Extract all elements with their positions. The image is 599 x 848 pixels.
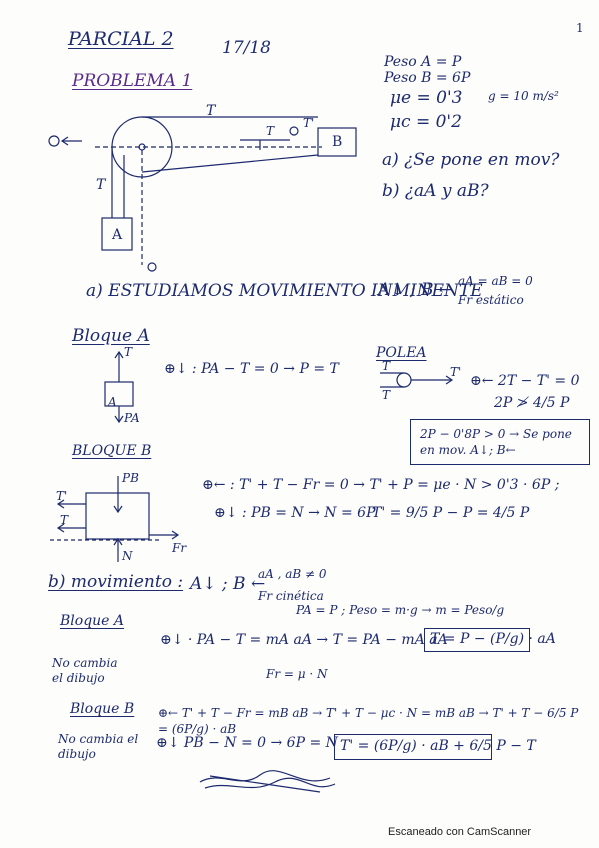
part-a-condition-1: aA = aB = 0 xyxy=(458,274,533,288)
fbd-a-t-label: T xyxy=(124,345,133,359)
fbd-b-n-head xyxy=(113,537,123,546)
bloque-a-heading: Bloque A xyxy=(72,326,150,346)
polea-free-body xyxy=(380,372,454,388)
polea-circle xyxy=(396,372,412,388)
part-b-bloque-b-note: No cambia el dibujo xyxy=(58,732,139,761)
bloque-b-equation-1: ⊕← : T' + T − Fr = 0 → T' + P = μe · N >… xyxy=(202,477,560,493)
fbd-b-tprime-label: T' xyxy=(56,489,68,503)
given-mu-e: μe = 0'3 xyxy=(390,88,463,108)
exam-title: PARCIAL 2 xyxy=(68,28,174,50)
bloque-b-heading: BLOQUE B xyxy=(72,443,152,459)
polea-heading: POLEA xyxy=(376,345,427,361)
plus-arrow-left-head xyxy=(60,136,69,146)
fig1-tension-left: T xyxy=(96,177,106,193)
exam-year: 17/18 xyxy=(222,38,271,58)
polea-equation-1: ⊕← 2T − T' = 0 xyxy=(470,373,580,389)
fig1-block-b-label: B xyxy=(332,134,343,150)
fbd-b-t-head xyxy=(56,523,65,533)
part-b-bloque-b-equation-1: ⊕← T' + T − Fr = mB aB → T' + T − μc · N… xyxy=(158,706,579,736)
fbd-b-n-label: N xyxy=(122,549,133,563)
fig1-tension-prime: T' xyxy=(303,116,315,130)
fbd-b-pb-label: PB xyxy=(122,471,139,485)
plus-circle-down xyxy=(147,262,157,272)
bloque-b-equation-2: ⊕↓ : PB = N → N = 6P xyxy=(214,505,376,521)
part-a-directions: A↓ ; B ← xyxy=(378,280,454,300)
fbd-a-label: A xyxy=(108,395,117,409)
page-mark: 1 xyxy=(576,21,584,35)
polea-t-label: T xyxy=(382,359,391,373)
part-b-bloque-a-box xyxy=(424,628,530,652)
fbd-b-tprime-head xyxy=(56,499,65,509)
part-b-bloque-b-result: T' = (6P/g) · aB + 6/5 P − T xyxy=(340,738,536,754)
given-weight-a: Peso A = P xyxy=(384,54,462,70)
part-b-bloque-b-side: Fr = μ · N xyxy=(266,667,328,681)
rope-lower xyxy=(141,154,319,173)
polea-result: 2P − 0'8P > 0 → Se pone en mov. A↓; B← xyxy=(420,427,572,457)
given-mu-c: μc = 0'2 xyxy=(390,112,462,132)
part-a-condition-2: Fr estático xyxy=(458,293,524,307)
part-b-bloque-a-equation: ⊕↓ · PA − T = mA aA → T = PA − mA aA xyxy=(160,632,448,648)
part-b-bloque-a-heading: Bloque A xyxy=(60,613,125,629)
polea-tprime-label: T' xyxy=(450,365,462,379)
part-b-condition-1: aA , aB ≠ 0 xyxy=(258,567,327,581)
given-weight-b: Peso B = 6P xyxy=(384,70,471,86)
fbd-a-p-label: PA xyxy=(124,411,140,425)
bloque-b-equation-3: T' = 9/5 P − P = 4/5 P xyxy=(372,505,530,521)
block-b-free-body xyxy=(50,476,180,562)
polea-tprime-head xyxy=(445,375,454,385)
part-b-bloque-a-result: T = P − (P/g) · aA xyxy=(430,631,556,647)
part-b-bloque-b-equation-2: ⊕↓ PB − N = 0 → 6P = N xyxy=(156,735,338,751)
fbd-b-fr-head xyxy=(171,530,180,540)
block-a-rect xyxy=(101,217,133,251)
polea-result-box xyxy=(410,419,590,465)
part-b-bloque-b-box xyxy=(334,734,492,760)
small-pulley xyxy=(289,126,299,136)
plus-circle-left xyxy=(48,135,60,147)
fbd-b-t-label: T xyxy=(60,513,69,527)
fbd-a-p-head xyxy=(114,415,124,424)
question-b: b) ¿aA y aB? xyxy=(382,181,489,201)
polea-t2-label: T xyxy=(382,388,391,402)
part-b-bloque-b-heading: Bloque B xyxy=(70,701,135,717)
fig1-tension-top: T xyxy=(206,103,216,119)
block-b-rect xyxy=(317,127,357,157)
crossed-out-scribble xyxy=(199,770,336,793)
fig1-block-a-label: A xyxy=(112,227,123,243)
problem-heading: PROBLEMA 1 xyxy=(72,71,193,91)
bloque-a-equation: ⊕↓ : PA − T = 0 → P = T xyxy=(164,361,339,377)
fbd-b-fr-label: Fr xyxy=(172,541,187,555)
part-b-directions: A↓ ; B ← xyxy=(190,574,266,594)
part-a-heading: a) ESTUDIAMOS MOVIMIENTO INMINENTE xyxy=(86,281,483,301)
question-a: a) ¿Se pone en mov? xyxy=(382,150,560,170)
part-b-heading: b) movimiento : xyxy=(48,572,184,592)
fig1-tension-inner: T xyxy=(266,124,275,138)
given-gravity: g = 10 m/s² xyxy=(488,89,559,103)
fbd-b-pb-head xyxy=(113,505,123,514)
part-b-bloque-a-side: PA = P ; Peso = m·g → m = Peso/g xyxy=(296,603,505,617)
pulley-system-figure xyxy=(48,116,357,272)
polea-equation-2: 2P ≯ 4/5 P xyxy=(494,395,570,411)
block-a-free-body xyxy=(104,350,134,424)
scanner-watermark: Escaneado con CamScanner xyxy=(388,826,532,838)
part-b-condition-2: Fr cinética xyxy=(258,589,324,603)
part-b-bloque-a-note: No cambia el dibujo xyxy=(52,656,118,685)
fbd-a-t-head xyxy=(114,350,124,359)
